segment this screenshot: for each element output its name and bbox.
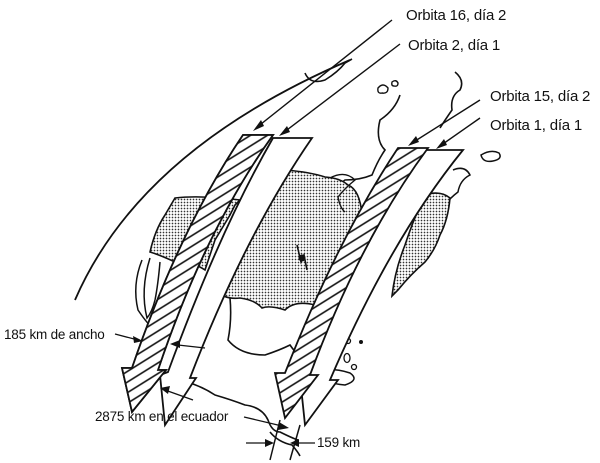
label-swath-width: 185 km de ancho [4, 327, 105, 342]
label-equator-distance: 2875 km en el ecuador [95, 409, 229, 424]
orbit-1-line [439, 117, 481, 147]
label-orbit-16-day-2: Orbita 16, día 2 [406, 7, 507, 24]
label-orbit-15-day-2: Orbita 15, día 2 [490, 88, 591, 105]
label-adjacent-spacing: 159 km [317, 435, 361, 450]
usa-east-land [390, 192, 451, 299]
label-orbit-1-day-1: Orbita 1, día 1 [490, 117, 583, 134]
label-orbit-2-day-1: Orbita 2, día 1 [408, 37, 501, 54]
central-america-coast [179, 379, 299, 441]
orbit-15-line [411, 99, 481, 144]
orbit-2-line [282, 43, 401, 134]
swath-orbit-15 [273, 147, 430, 421]
swath-orbit-2 [159, 137, 314, 428]
arctic-islet [391, 80, 399, 87]
earth-limb [74, 59, 351, 301]
arctic-island [304, 58, 353, 83]
arctic-islet [377, 84, 389, 94]
great-lakes [329, 173, 357, 213]
labrador-coast [439, 71, 463, 129]
equator-distance-pointer-right [243, 416, 283, 427]
equator-distance-pointer-left [164, 389, 194, 401]
baja-california [143, 257, 161, 320]
newfoundland [480, 150, 501, 163]
orbit-16-line [255, 19, 393, 129]
